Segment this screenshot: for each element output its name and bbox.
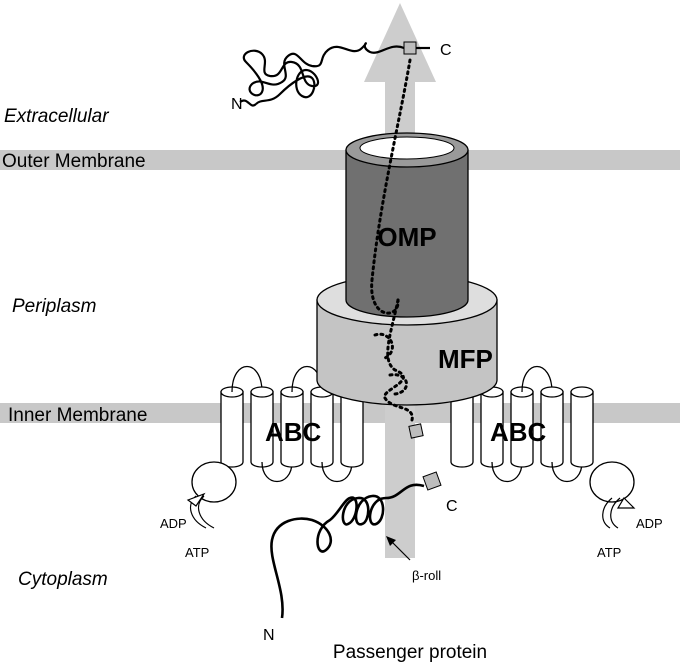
outer-membrane-label: Outer Membrane: [2, 151, 146, 172]
region-extracellular: Extracellular: [4, 106, 109, 127]
atp-right-label: ATP: [597, 545, 621, 560]
beta-roll-pointer: [386, 536, 411, 561]
abc-right-loop: [491, 461, 523, 483]
abc-left-helix: [250, 391, 274, 468]
adp-right-label: ADP: [636, 516, 663, 531]
omp-cylinder: [345, 132, 469, 318]
top-c-terminus: C: [440, 42, 452, 59]
bottom-n-terminus: N: [263, 627, 275, 644]
abc-right-helix: [540, 391, 564, 468]
abc-right-helix: [510, 391, 534, 468]
abc-right-helix: [570, 391, 594, 468]
abc-left-label: ABC: [265, 417, 322, 447]
bottom-c-terminus: C: [446, 498, 458, 515]
secreted-protein-coil: [239, 42, 430, 107]
abc-left-loop: [231, 365, 263, 393]
outer-membrane-band: [0, 150, 680, 170]
abc-left-helix: [310, 391, 334, 468]
abc-right-label: ABC: [490, 417, 547, 447]
abc-right-helix-cap: [570, 386, 594, 398]
atp-hydrolysis-arrow-right: [602, 497, 636, 529]
omp-label: OMP: [377, 222, 436, 252]
abc-left-helix: [280, 391, 304, 468]
top-n-terminus: N: [231, 96, 243, 113]
abc-right-loop: [551, 461, 583, 483]
signal-square-top: [403, 41, 417, 55]
atp-left-label: ATP: [185, 545, 209, 560]
nbd-left-circle: [191, 461, 237, 503]
abc-left-helix-cap: [250, 386, 274, 398]
atp-hydrolysis-arrow-left: [186, 492, 215, 529]
abc-left-helix: [340, 391, 364, 468]
abc-right-helix: [480, 391, 504, 468]
region-periplasm: Periplasm: [12, 296, 96, 317]
nbd-right-circle: [589, 461, 635, 503]
abc-left-loop: [321, 461, 353, 483]
region-cytoplasm: Cytoplasm: [18, 569, 108, 590]
inner-membrane-band: [0, 403, 680, 423]
signal-square-bottom: [422, 471, 442, 491]
abc-left-loop: [261, 461, 293, 483]
passenger-protein-label: Passenger protein: [333, 642, 487, 663]
abc-right-helix-cap: [540, 386, 564, 398]
adp-left-label: ADP: [160, 516, 187, 531]
abc-transporter-right: [450, 365, 594, 483]
inner-membrane-label: Inner Membrane: [8, 405, 147, 426]
passenger-protein-coil: [270, 483, 425, 619]
signal-square-inner: [408, 423, 424, 439]
abc-right-loop: [521, 365, 553, 393]
translocating-chain: [370, 58, 414, 422]
abc-left-helix: [220, 391, 244, 468]
beta-roll-label: β-roll: [412, 568, 441, 583]
mfp-label: MFP: [438, 344, 493, 374]
abc-right-helix: [450, 391, 474, 468]
